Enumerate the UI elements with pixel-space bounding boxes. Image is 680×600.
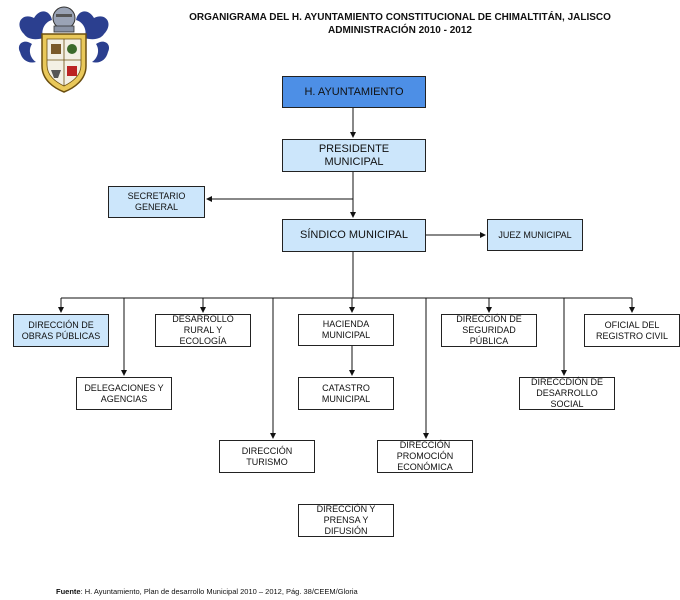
footnote-text: : H. Ayuntamiento, Plan de desarrollo Mu… (80, 587, 358, 596)
node-oficial-registro-civil: OFICIAL DEL REGISTRO CIVIL (584, 314, 680, 347)
node-direccion-turismo: DIRECCIÓN TURISMO (219, 440, 315, 473)
node-secretario-general: SECRETARIO GENERAL (108, 186, 205, 218)
node-h-ayuntamiento: H. AYUNTAMIENTO (282, 76, 426, 108)
node-sindico-municipal: SÍNDICO MUNICIPAL (282, 219, 426, 252)
chart-subtitle: ADMINISTRACIÓN 2010 - 2012 (328, 25, 472, 36)
node-direccion-obras-publicas: DIRECCIÓN DE OBRAS PÚBLICAS (13, 314, 109, 347)
node-catastro-municipal: CATASTRO MUNICIPAL (298, 377, 394, 410)
node-presidente-municipal: PRESIDENTE MUNICIPAL (282, 139, 426, 172)
footnote-label: Fuente (56, 587, 81, 596)
node-direccion-seguridad-publica: DIRECCIÓN DE SEGURIDAD PÚBLICA (441, 314, 537, 347)
node-direccion-desarrollo-social: DIRECCDIÓN DE DESARROLLO SOCIAL (519, 377, 615, 410)
node-hacienda-municipal: HACIENDA MUNICIPAL (298, 314, 394, 346)
source-footnote: Fuente: H. Ayuntamiento, Plan de desarro… (56, 587, 358, 596)
municipal-coat-of-arms-logo (18, 6, 110, 93)
node-juez-municipal: JUEZ MUNICIPAL (487, 219, 583, 251)
chart-title: ORGANIGRAMA DEL H. AYUNTAMIENTO CONSTITU… (189, 12, 611, 23)
node-direccion-prensa-difusion: DIRECCIÓN Y PRENSA Y DIFUSIÓN (298, 504, 394, 537)
node-delegaciones-agencias: DELEGACIONES Y AGENCIAS (76, 377, 172, 410)
node-desarrollo-rural-ecologia: DESARROLLO RURAL Y ECOLOGÍA (155, 314, 251, 347)
node-direccion-promocion-economica: DIRECCIÓN PROMOCIÓN ECONÓMICA (377, 440, 473, 473)
